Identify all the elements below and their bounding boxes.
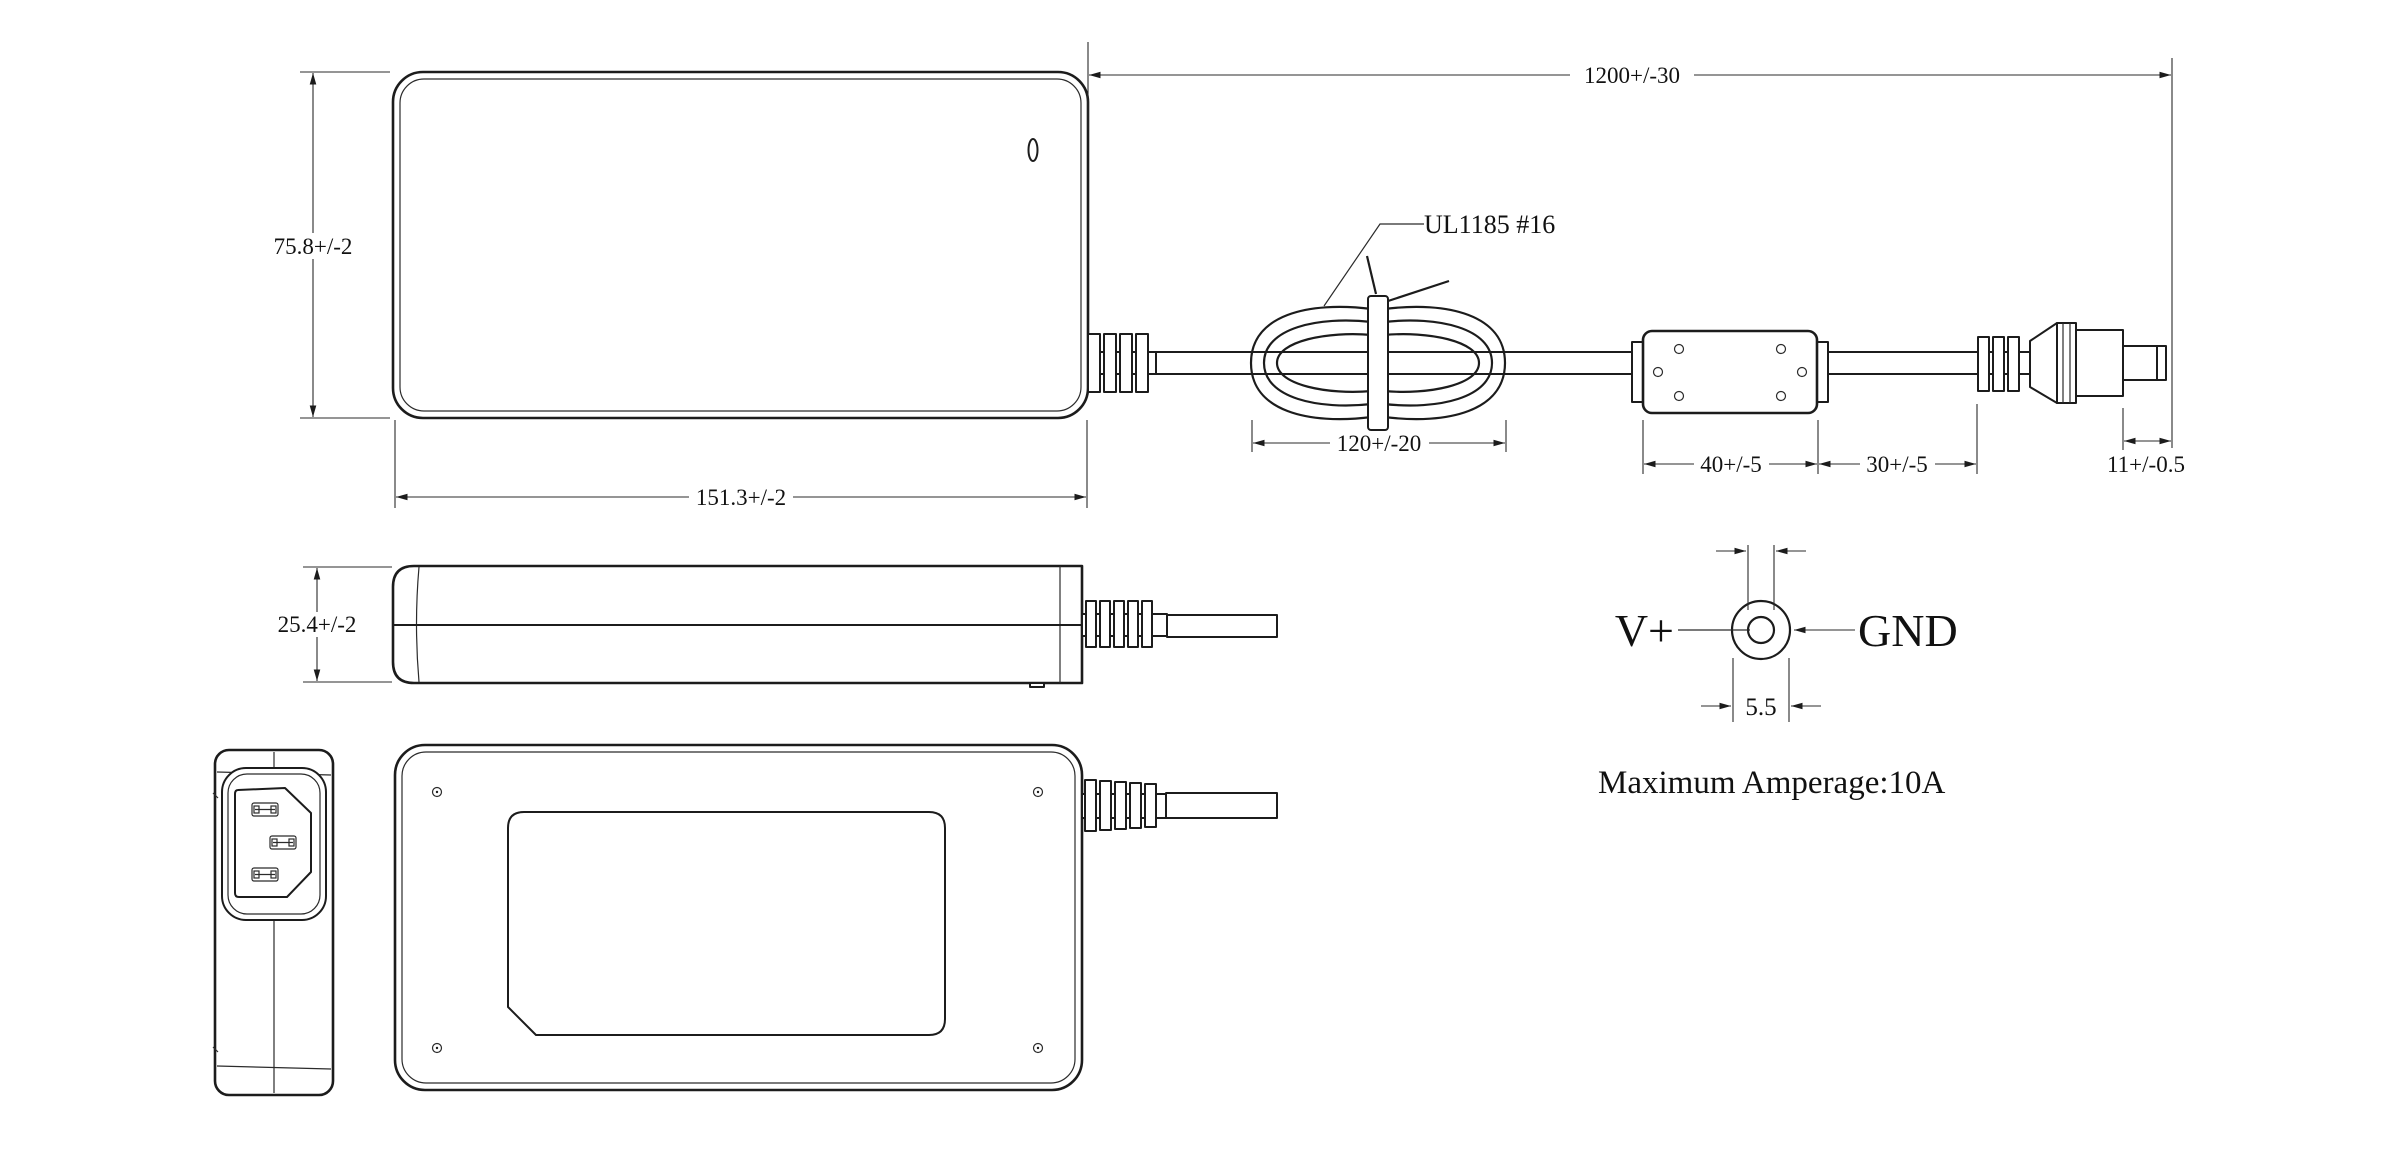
dim-cable-length-text: 1200+/-30 <box>1584 63 1680 88</box>
dim-plug-tip-text: 11+/-0.5 <box>2107 452 2185 477</box>
bottom-view <box>393 743 1278 1092</box>
dim-ferrite-to-plug-text: 30+/-5 <box>1866 452 1928 477</box>
strain-relief-top-view <box>1087 333 1157 393</box>
cable-stub-bottom <box>1165 792 1278 819</box>
ac-pin-slot <box>269 835 297 850</box>
cable-spec-callout: UL1185 #16 <box>1323 210 1555 307</box>
dim-plug-diameter: 5.5 <box>1701 658 1821 722</box>
polarity-outer-label: GND <box>1858 605 1958 656</box>
label-recess <box>507 811 946 1036</box>
dim-ferrite-text: 40+/-5 <box>1700 452 1762 477</box>
dim-plug-diameter-text: 5.5 <box>1745 694 1776 721</box>
dim-body-thickness: 25.4+/-2 <box>270 566 392 683</box>
dim-cable-length: 1200+/-30 <box>1087 42 2173 448</box>
dim-pin-diameter <box>1716 545 1806 610</box>
ac-pin-slot <box>251 802 279 817</box>
dim-ferrite-to-plug: 30+/-5 <box>1819 404 1978 477</box>
dim-body-width: 151.3+/-2 <box>394 420 1088 510</box>
cable-tie-tail <box>1365 255 1378 295</box>
polarity-center-label: V+ <box>1615 605 1674 656</box>
dim-ferrite: 40+/-5 <box>1642 420 1819 477</box>
dim-body-thickness-text: 25.4+/-2 <box>278 612 357 637</box>
plug-rings <box>2056 322 2077 404</box>
rubber-foot <box>1029 682 1045 688</box>
top-view: UL1185 #16 <box>266 42 2185 510</box>
cable-tie <box>1367 295 1389 431</box>
dim-coil-bundle-text: 120+/-20 <box>1337 431 1422 456</box>
plug-boot <box>2029 322 2058 404</box>
dim-body-height: 75.8+/-2 <box>266 71 390 419</box>
amperage-note: Maximum Amperage:10A <box>1598 765 1946 801</box>
screw-boss <box>431 1042 443 1054</box>
adapter-body-top <box>391 70 1090 420</box>
dc-plug <box>1977 322 2167 404</box>
cable-stub-side <box>1166 614 1278 638</box>
cable-tie-tail <box>1381 279 1450 305</box>
ac-inlet <box>221 767 327 921</box>
dim-body-width-text: 151.3+/-2 <box>696 485 786 510</box>
dim-plug-tip: 11+/-0.5 <box>2107 408 2185 477</box>
output-cable <box>1156 351 1979 375</box>
adapter-body-inner-line <box>399 78 1082 412</box>
cable-coil-bundle <box>1249 255 1507 431</box>
plug-center-pin <box>1746 615 1776 645</box>
plug-polarity-detail: V+ GND 5.5 <box>1615 545 1958 722</box>
side-view: 25.4+/-2 <box>270 564 1278 688</box>
dim-coil-bundle: 120+/-20 <box>1251 420 1507 456</box>
strain-relief-side-view <box>1081 600 1168 648</box>
cable-spec-label: UL1185 #16 <box>1424 210 1555 239</box>
plug-tip-end <box>2156 345 2167 381</box>
strain-relief-bottom-view <box>1081 779 1167 832</box>
dim-body-height-text: 75.8+/-2 <box>274 234 353 259</box>
screw-boss <box>1032 786 1044 798</box>
plug-body <box>2075 329 2124 397</box>
screw-boss <box>431 786 443 798</box>
ferrite-bead <box>1631 329 1829 415</box>
led-indicator <box>1027 138 1039 162</box>
screw-boss <box>1032 1042 1044 1054</box>
plug-barrel <box>2122 345 2158 381</box>
ac-pin-slot <box>251 867 279 882</box>
end-view <box>212 748 335 1097</box>
